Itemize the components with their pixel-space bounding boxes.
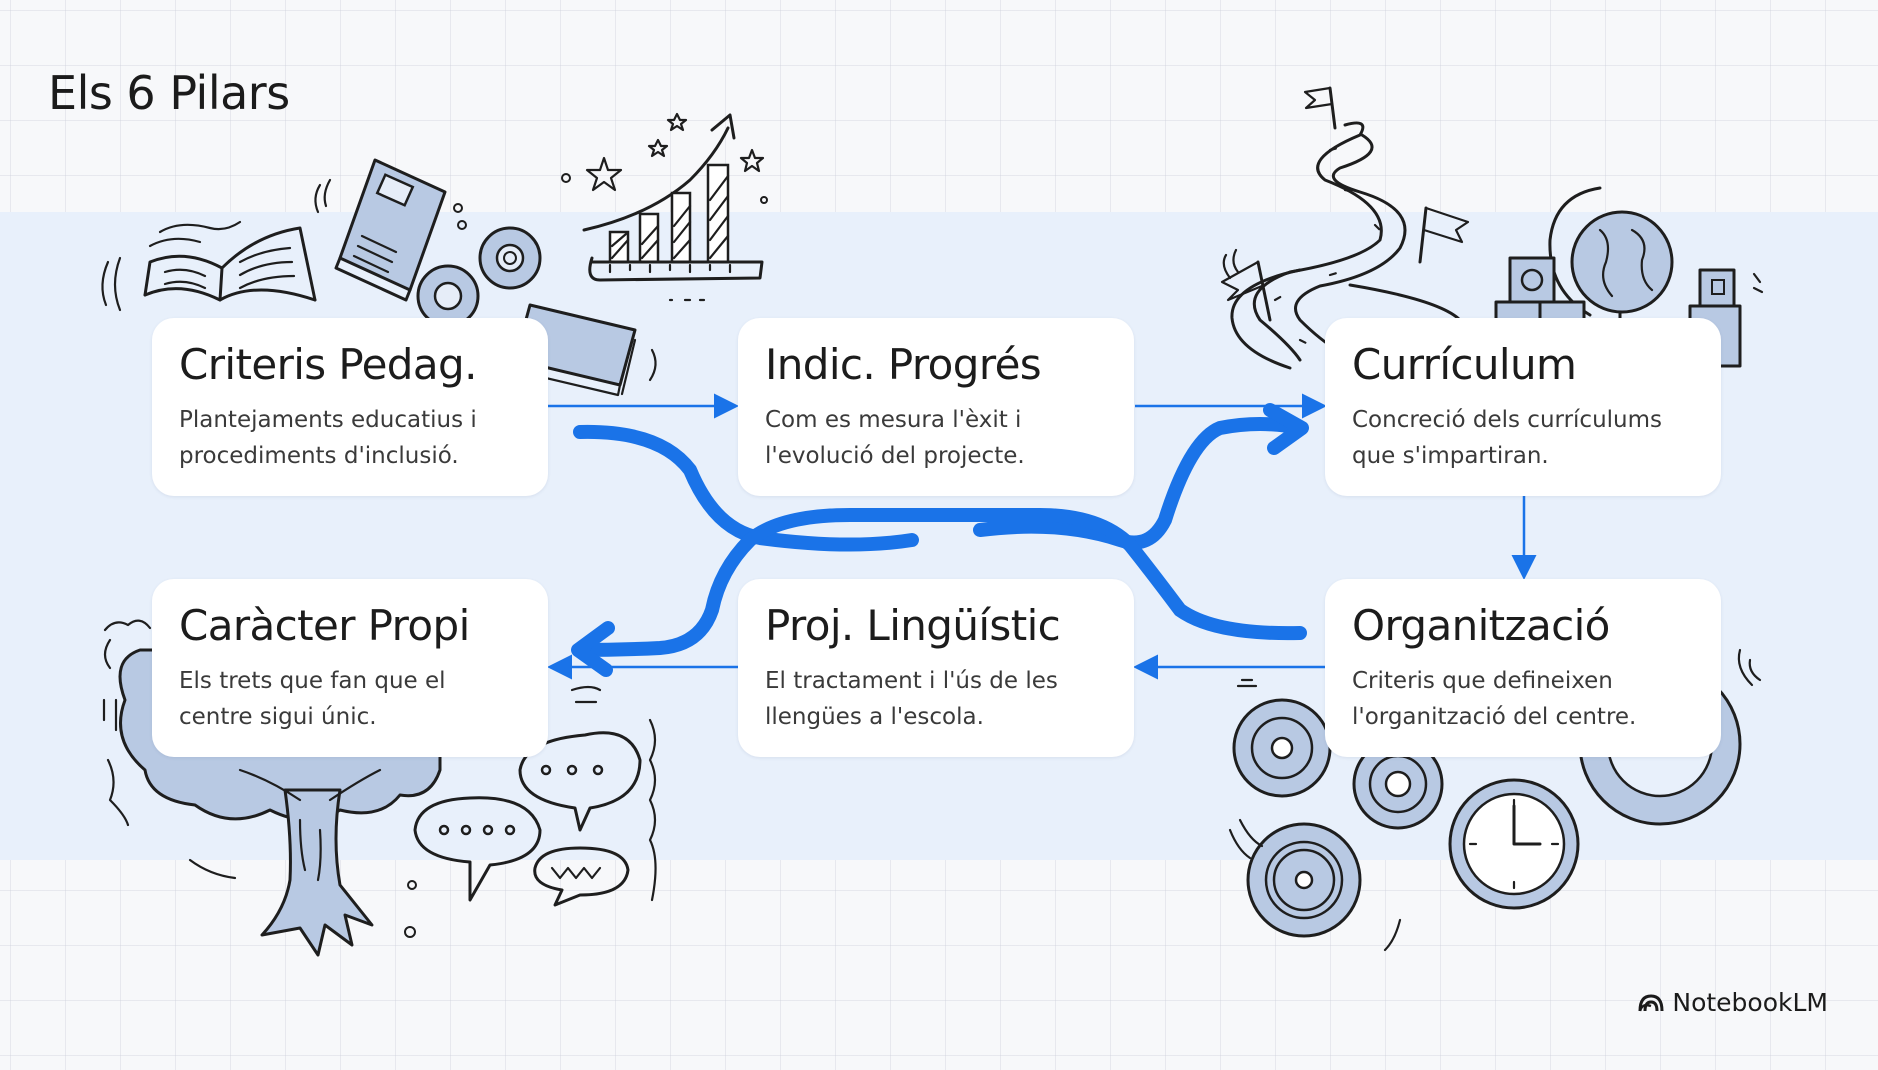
flag-icon [1303,86,1337,130]
motion-lines [648,718,657,902]
motion-lines [1737,648,1762,687]
speech-bubble-icon [413,796,542,902]
notebooklm-branding: NotebookLM [1638,988,1828,1017]
arrowhead-left-icon [571,621,615,677]
pillar-description: Com es mesura l'èxit i l'evolució del pr… [765,407,1025,470]
highlight-arrow-path [973,417,1307,550]
motion-lines [106,758,130,827]
motion-lines [188,858,237,880]
growth-arrow-icon [582,126,730,232]
speech-bubble-icon [533,846,630,907]
gear-icon [1246,822,1362,938]
pillar-card-caracter-propi: Caràcter Propi Els trets que fan que el … [152,579,548,757]
motion-lines [648,348,657,382]
closed-book-icon [334,158,447,302]
highlight-arrow-path [573,507,1307,657]
pillar-title: Organització [1352,601,1610,650]
ruler-icon [588,256,764,282]
pillar-card-criteris-pedag: Criteris Pedag. Plantejaments educatius … [152,318,548,496]
gear-icon [416,264,480,328]
motion-lines [1236,678,1258,688]
motion-lines [1752,272,1764,294]
pillar-description: Concreció dels currículums que s'imparti… [1352,407,1663,470]
pillar-title: Criteris Pedag. [179,340,477,389]
alphabet-block-icon [1508,256,1556,304]
brand-label: NotebookLM [1672,988,1828,1017]
open-book-icon [143,226,317,302]
star-icon [585,156,623,192]
motion-lines [148,220,242,248]
pillar-title: Indic. Progrés [765,340,1042,389]
pillar-card-curriculum: Currículum Concreció dels currículums qu… [1325,318,1721,496]
pillar-card-organitzacio: Organització Criteris que defineixen l'o… [1325,579,1721,757]
motion-lines [1222,248,1240,280]
pillar-title: Currículum [1352,340,1577,389]
notebooklm-logo-icon [1638,993,1664,1011]
slide-title: Els 6 Pilars [48,66,290,120]
bar-chart-growth-illustration [561,112,768,302]
flag-icon [1220,260,1272,322]
flag-icon [1418,206,1470,264]
pillar-title: Proj. Lingüístic [765,601,1061,650]
alphabet-block-icon [1698,268,1736,308]
motion-lines [1228,818,1264,860]
gear-icon [478,226,542,290]
pillar-description: Els trets que fan que el centre sigui ún… [179,668,446,731]
pillar-card-proj-linguistic: Proj. Lingüístic El tractament i l'ús de… [738,579,1134,757]
pillar-description: Criteris que defineixen l'organització d… [1352,668,1637,731]
motion-lines [1383,918,1402,952]
motion-lines [314,178,332,214]
motion-lines [570,685,602,704]
pillar-description: El tractament i l'ús de les llengües a l… [765,668,1058,731]
arrowhead-right-icon [1263,403,1309,455]
clock-icon [1448,778,1580,910]
pillar-card-indic-progres: Indic. Progrés Com es mesura l'èxit i l'… [738,318,1134,496]
winding-road-and-globe-illustration [1220,86,1764,370]
highlight-arrow-path [573,424,919,552]
pillar-title: Caràcter Propi [179,601,470,650]
star-icon [739,148,765,173]
motion-lines [101,256,122,312]
globe-icon [1548,186,1674,326]
pillar-description: Plantejaments educatius i procediments d… [179,407,477,470]
